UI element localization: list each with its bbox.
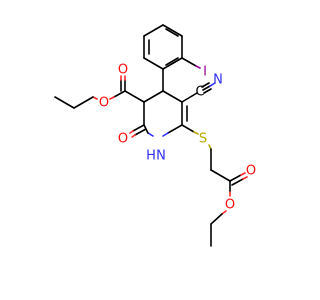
nitrile-carbon: C — [195, 85, 204, 100]
ester-ether-oxygen: O — [99, 96, 109, 111]
amide-carbonyl — [129, 124, 147, 138]
molecule-structure: O O O H N C N I S O O — [54, 24, 256, 247]
thio-ester-ether-oxygen: O — [225, 198, 235, 213]
amide-nitrogen: N — [156, 149, 166, 164]
sulfur-atom: S — [199, 132, 207, 147]
amide-nh-hydrogen: H — [146, 149, 156, 164]
amide-oxygen: O — [118, 132, 128, 147]
ester-group — [54, 75, 145, 109]
ester-carbonyl-oxygen: O — [118, 63, 128, 78]
structure-canvas: O O O H N C N I S O O — [54, 24, 256, 247]
thioacetate-chain — [181, 124, 248, 247]
benzene-ring — [143, 24, 183, 70]
c-i-bond — [181, 57, 197, 67]
nitrile-nitrogen: N — [213, 73, 223, 88]
thio-ester-carbonyl-oxygen: O — [246, 164, 256, 179]
nitrile-group — [181, 82, 216, 103]
dihydropyridine-ring — [143, 90, 188, 137]
iodine-atom: I — [203, 65, 207, 80]
